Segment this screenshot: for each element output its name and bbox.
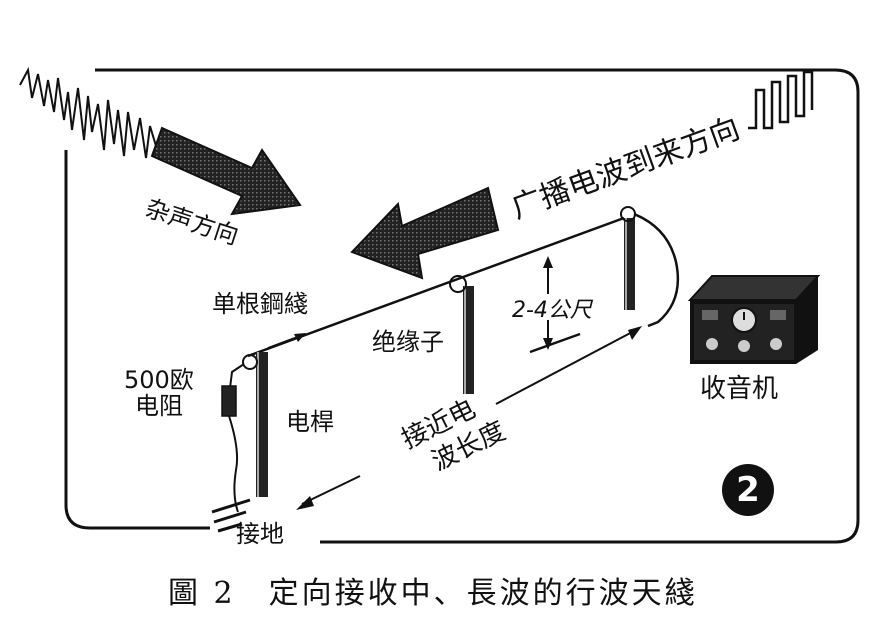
length-dimension <box>296 326 642 510</box>
right-pole <box>620 206 636 310</box>
lead-in-wire <box>633 212 680 328</box>
pole-label: 电桿 <box>286 408 334 436</box>
ground-symbol <box>211 498 251 533</box>
resistor-and-ground <box>211 363 251 533</box>
left-pole <box>242 352 268 497</box>
radio-receiver <box>687 275 821 364</box>
radio-label: 收音机 <box>700 374 779 404</box>
figure-number-badge: 2 <box>722 464 774 516</box>
insulator-label: 绝缘子 <box>372 328 444 356</box>
steel-wire-label: 单根鋼綫 <box>212 290 308 318</box>
broadcast-direction-arrow <box>350 186 500 280</box>
antenna-wire <box>247 216 625 358</box>
figure-caption: 圖 2 定向接收中、長波的行波天綫 <box>168 576 698 611</box>
height-dimension <box>529 256 581 354</box>
ground-label: 接地 <box>236 520 284 548</box>
frame-border-left <box>64 150 210 530</box>
broadcast-waveform <box>748 70 814 130</box>
middle-pole <box>449 275 474 394</box>
height-label: 2-4公尺 <box>512 298 592 323</box>
frame-border <box>95 68 860 544</box>
resistor-label: 电阻 <box>135 392 183 420</box>
noise-waveform <box>19 66 157 159</box>
resistor-value-label: 500欧 <box>124 366 194 394</box>
noise-direction-arrow <box>150 126 302 216</box>
